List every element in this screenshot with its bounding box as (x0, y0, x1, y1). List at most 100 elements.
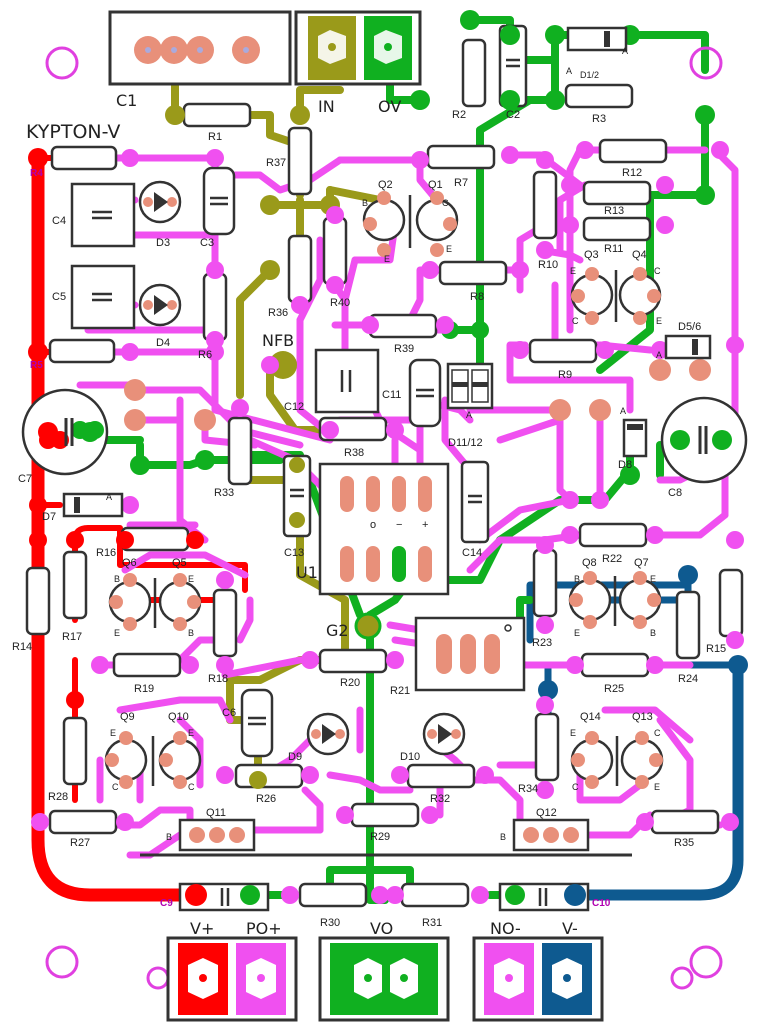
transistor-q12 (512, 818, 590, 852)
label-r13: R13 (604, 205, 624, 217)
label-c7: C7 (18, 473, 32, 485)
label-b-q5: B (188, 628, 194, 638)
led-d9 (306, 712, 350, 756)
label-r38: R38 (344, 447, 364, 459)
resistor-r30 (298, 882, 368, 908)
input-connector (294, 10, 422, 86)
transistor-q7-q8 (568, 576, 662, 626)
label-d12: D1/2 (580, 70, 599, 80)
label-c4: C4 (52, 215, 66, 227)
resistor-r32 (406, 763, 476, 789)
label-r21: R21 (390, 685, 410, 697)
label-r16: R16 (96, 547, 116, 559)
resistor-r19 (112, 652, 182, 678)
capacitor-c5 (70, 264, 136, 330)
integrated-circuits (318, 462, 526, 692)
label-vo: VO (370, 919, 393, 938)
label-r20: R20 (340, 677, 360, 689)
label-r26: R26 (256, 793, 276, 805)
label-q9: Q9 (120, 711, 135, 723)
label-r18: R18 (208, 673, 228, 685)
label-q13: Q13 (632, 711, 653, 723)
resistor-r27 (48, 809, 118, 835)
label-c3: C3 (200, 237, 214, 249)
silkscreen-labels: KYPTON-V C1 IN OV R1 R2 C2 R3 D1/2 A A R… (12, 46, 726, 938)
label-e-q6: E (114, 628, 120, 638)
label-non: NO- (490, 919, 521, 938)
label-r24: R24 (678, 673, 698, 685)
label-r28: R28 (48, 791, 68, 803)
label-q3: Q3 (584, 249, 599, 261)
resistor-r8 (438, 260, 508, 286)
label-r1: R1 (208, 131, 222, 143)
label-c10: C10 (592, 898, 611, 909)
resistor-r22 (578, 522, 648, 548)
label-b-q6: B (114, 574, 120, 584)
resistor-r17 (62, 550, 88, 620)
label-r17: R17 (62, 631, 82, 643)
label-r23: R23 (532, 637, 552, 649)
mounting-hole-tl (45, 46, 79, 80)
resistor-r37 (287, 126, 313, 196)
label-b-q8: B (574, 574, 580, 584)
output-connector (318, 936, 450, 1022)
resistor-r18 (212, 588, 238, 658)
board-title: KYPTON-V (26, 121, 120, 143)
label-pop: PO+ (246, 919, 282, 938)
label-e-q4: E (656, 316, 662, 326)
r21-trimmer (414, 616, 526, 692)
label-q8: Q8 (582, 557, 597, 569)
label-q5: Q5 (172, 557, 187, 569)
label-r25: R25 (604, 683, 624, 695)
diode-d7 (62, 492, 124, 518)
resistor-r20 (318, 648, 388, 674)
label-r30: R30 (320, 917, 340, 929)
label-b-q11: B (166, 832, 172, 842)
mounting-hole-tr (689, 46, 723, 80)
label-c6: C6 (222, 707, 236, 719)
label-r11: R11 (604, 243, 623, 255)
label-r9: R9 (558, 369, 572, 381)
label-q2: Q2 (378, 179, 393, 191)
label-r35: R35 (674, 837, 694, 849)
label-q7: Q7 (634, 557, 649, 569)
led-d4 (138, 283, 182, 327)
trace-red-rail (31, 151, 203, 902)
label-u1-m: − (396, 519, 402, 531)
mounting-hole-br (689, 945, 723, 979)
label-r3: R3 (592, 113, 606, 125)
u1-opamp (318, 462, 450, 596)
resistor-r26 (234, 763, 304, 789)
label-d4: D4 (156, 337, 170, 349)
label-q6: Q6 (122, 557, 137, 569)
mounting-hole-bmr (670, 966, 694, 990)
label-vp: V+ (190, 919, 214, 938)
label-e-q10: E (188, 728, 194, 738)
resistor-r1 (182, 102, 252, 128)
resistor-r28 (62, 716, 88, 786)
label-c-q10: C (188, 782, 195, 792)
power-connector-left (166, 936, 298, 1022)
label-q11: Q11 (206, 807, 226, 819)
label-a3: A (656, 350, 662, 360)
resistor-r7 (426, 144, 496, 170)
resistor-r34 (534, 712, 560, 782)
electrolytic-details (38, 418, 732, 454)
led-d3 (138, 180, 182, 224)
resistor-r24 (675, 590, 701, 660)
label-e-q1: E (446, 244, 452, 254)
label-u1-o: o (370, 519, 376, 531)
resistor-r13 (582, 180, 652, 206)
resistor-r40 (322, 216, 348, 286)
label-u1: U1 (296, 563, 318, 582)
label-c9: C9 (160, 898, 173, 909)
transistor-q13-q14 (570, 736, 664, 786)
g2-ground-pad (354, 612, 382, 640)
connectors (108, 10, 604, 1022)
capacitor-c4 (70, 182, 136, 248)
resistor-r33 (227, 416, 253, 486)
label-q4: Q4 (632, 249, 647, 261)
resistor-r29 (350, 802, 420, 828)
label-c12: C12 (284, 401, 304, 413)
